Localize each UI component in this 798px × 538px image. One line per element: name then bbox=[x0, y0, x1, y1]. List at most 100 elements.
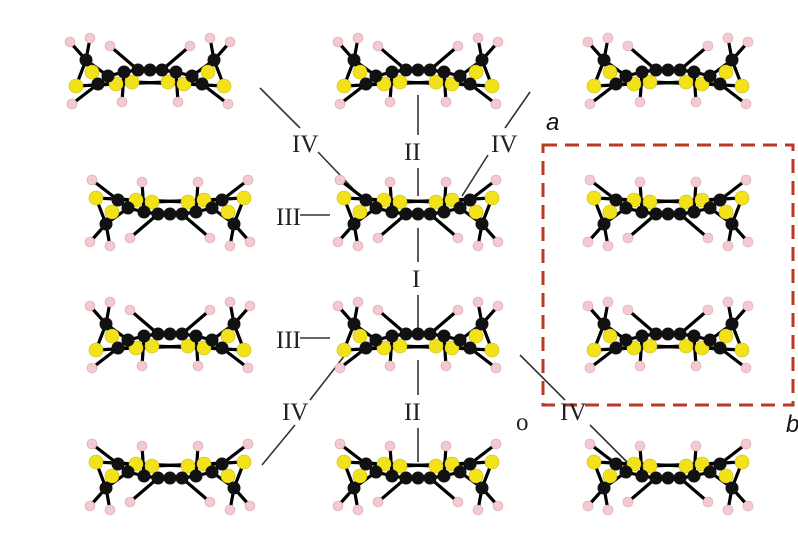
hydrogen-atom bbox=[104, 40, 116, 52]
carbon-atom bbox=[369, 201, 383, 215]
carbon-atom bbox=[155, 63, 169, 77]
carbon-atom bbox=[703, 465, 717, 479]
sulfur-atom bbox=[336, 190, 352, 206]
carbon-atom bbox=[399, 63, 413, 77]
carbon-atom bbox=[121, 465, 135, 479]
hydrogen-atom bbox=[334, 174, 346, 186]
hydrogen-atom bbox=[440, 440, 452, 452]
carbon-atom bbox=[99, 317, 113, 331]
sulfur-atom bbox=[428, 74, 444, 90]
sulfur-atom bbox=[236, 190, 252, 206]
hydrogen-atom bbox=[84, 236, 96, 248]
carbon-atom bbox=[369, 333, 383, 347]
carbon-atom bbox=[189, 329, 203, 343]
hydrogen-atom bbox=[244, 236, 256, 248]
hydrogen-atom bbox=[104, 504, 116, 516]
hydrogen-atom bbox=[622, 40, 634, 52]
hydrogen-atom bbox=[492, 36, 504, 48]
sulfur-atom bbox=[180, 338, 196, 354]
contact-lines bbox=[259, 87, 631, 466]
hydrogen-atom bbox=[384, 176, 396, 188]
carbon-atom bbox=[137, 469, 151, 483]
carbon-atom bbox=[687, 329, 701, 343]
hydrogen-atom bbox=[334, 362, 346, 374]
hydrogen-atom bbox=[192, 440, 204, 452]
hydrogen-atom bbox=[452, 304, 464, 316]
hydrogen-atom bbox=[384, 96, 396, 108]
carbon-atom bbox=[619, 333, 633, 347]
hydrogen-atom bbox=[690, 360, 702, 372]
hydrogen-atom bbox=[136, 360, 148, 372]
hydrogen-atom bbox=[332, 236, 344, 248]
sulfur-atom bbox=[104, 204, 120, 220]
carbon-atom bbox=[227, 317, 241, 331]
sulfur-atom bbox=[468, 64, 484, 80]
sulfur-atom bbox=[220, 328, 236, 344]
carbon-atom bbox=[369, 69, 383, 83]
carbon-atom bbox=[151, 327, 165, 341]
sulfur-atom bbox=[180, 194, 196, 210]
hydrogen-atom bbox=[742, 500, 754, 512]
hydrogen-atom bbox=[86, 438, 98, 450]
contact-label-III-upper: III bbox=[276, 204, 301, 231]
sulfur-atom bbox=[352, 328, 368, 344]
carbon-atom bbox=[359, 77, 373, 91]
hydrogen-atom bbox=[740, 174, 752, 186]
carbon-atom bbox=[385, 205, 399, 219]
sulfur-atom bbox=[428, 194, 444, 210]
sulfur-atom bbox=[602, 328, 618, 344]
hydrogen-atom bbox=[740, 362, 752, 374]
carbon-atom bbox=[79, 53, 93, 67]
sulfur-atom bbox=[602, 204, 618, 220]
hydrogen-atom bbox=[702, 304, 714, 316]
carbon-atom bbox=[151, 207, 165, 221]
carbon-atom bbox=[713, 193, 727, 207]
sulfur-atom bbox=[180, 458, 196, 474]
sulfur-atom bbox=[336, 342, 352, 358]
hydrogen-atom bbox=[104, 296, 116, 308]
contact-line bbox=[519, 354, 566, 401]
carbon-atom bbox=[347, 217, 361, 231]
molecule bbox=[332, 174, 504, 252]
hydrogen-atom bbox=[334, 98, 346, 110]
carbon-atom bbox=[99, 217, 113, 231]
molecule bbox=[84, 296, 256, 374]
hydrogen-atom bbox=[384, 360, 396, 372]
sulfur-atom bbox=[678, 458, 694, 474]
hydrogen-atom bbox=[224, 36, 236, 48]
hydrogen-atom bbox=[352, 240, 364, 252]
hydrogen-atom bbox=[66, 98, 78, 110]
hydrogen-atom bbox=[634, 360, 646, 372]
carbon-atom bbox=[609, 193, 623, 207]
hydrogen-atom bbox=[104, 240, 116, 252]
hydrogen-atom bbox=[490, 98, 502, 110]
sulfur-atom bbox=[392, 194, 408, 210]
hydrogen-atom bbox=[582, 236, 594, 248]
hydrogen-atom bbox=[352, 504, 364, 516]
sulfur-atom bbox=[484, 190, 500, 206]
carbon-atom bbox=[423, 327, 437, 341]
carbon-atom bbox=[703, 69, 717, 83]
hydrogen-atom bbox=[124, 496, 136, 508]
carbon-atom bbox=[205, 333, 219, 347]
sulfur-atom bbox=[734, 78, 750, 94]
sulfur-atom bbox=[84, 64, 100, 80]
carbon-atom bbox=[411, 207, 425, 221]
carbon-atom bbox=[385, 65, 399, 79]
hydrogen-atom bbox=[584, 362, 596, 374]
axis-label-a: a bbox=[546, 109, 559, 136]
carbon-atom bbox=[163, 207, 177, 221]
carbon-atom bbox=[411, 63, 425, 77]
molecule-layer bbox=[64, 32, 754, 516]
hydrogen-atom bbox=[244, 500, 256, 512]
sulfur-atom bbox=[586, 342, 602, 358]
carbon-atom bbox=[399, 207, 413, 221]
carbon-atom bbox=[131, 63, 145, 77]
sulfur-atom bbox=[586, 78, 602, 94]
hydrogen-atom bbox=[634, 96, 646, 108]
hydrogen-atom bbox=[690, 176, 702, 188]
sulfur-atom bbox=[144, 458, 160, 474]
carbon-atom bbox=[609, 457, 623, 471]
carbon-atom bbox=[713, 457, 727, 471]
carbon-atom bbox=[649, 471, 663, 485]
